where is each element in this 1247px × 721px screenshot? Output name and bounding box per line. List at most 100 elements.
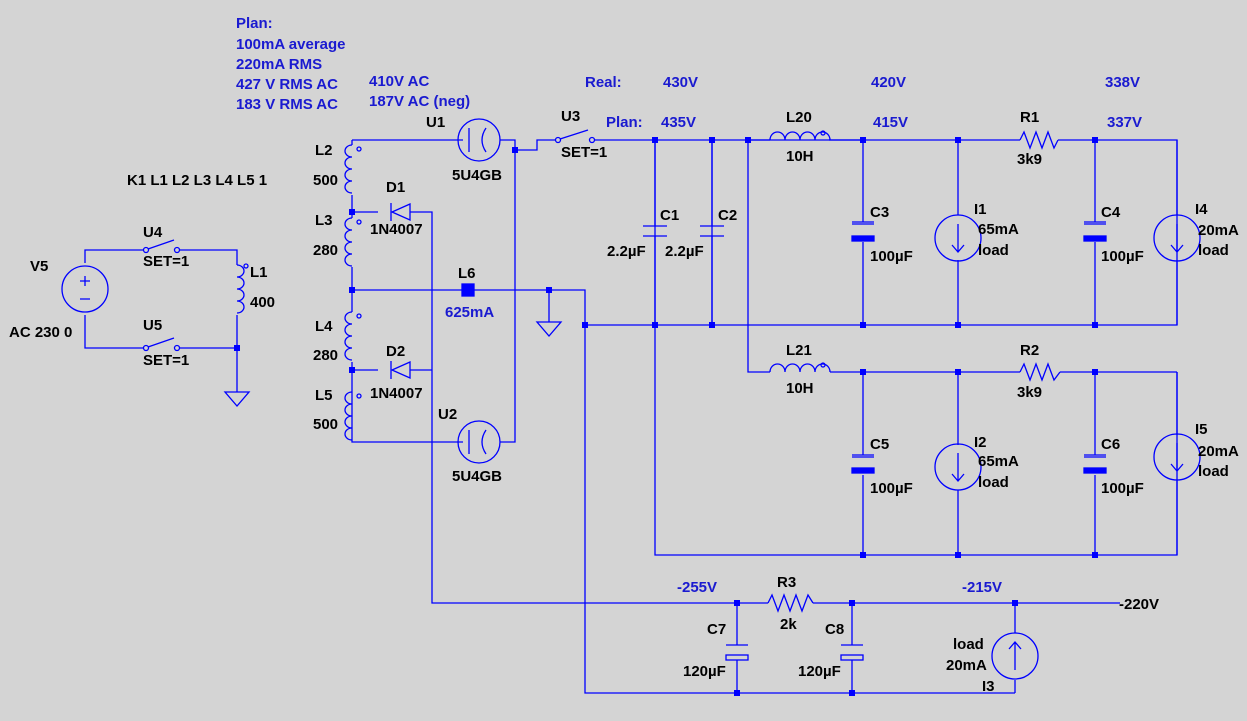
plan-line-4: 183 V RMS AC <box>236 96 338 113</box>
inductor-l20-icon <box>751 130 831 141</box>
c2-value: 2.2µF <box>665 243 704 260</box>
l1-name: L1 <box>250 264 268 281</box>
c1-value: 2.2µF <box>607 243 646 260</box>
ac-source-v5-icon <box>61 265 109 313</box>
diode-d2-icon <box>390 360 411 380</box>
plan-line-1: 100mA average <box>236 36 346 53</box>
tube-u2-icon <box>457 420 501 464</box>
inductor-l3-icon <box>344 217 362 267</box>
v5-value: AC 230 0 <box>9 324 72 341</box>
inductor-l5-icon <box>344 391 362 441</box>
c4-name: C4 <box>1101 204 1121 221</box>
r1-value: 3k9 <box>1017 151 1042 168</box>
l6-name: L6 <box>458 265 476 282</box>
i3-type: load <box>953 636 984 653</box>
i3-value: 20mA <box>946 657 987 674</box>
c6-name: C6 <box>1101 436 1120 453</box>
l3-name: L3 <box>315 212 333 229</box>
current-source-i4-icon <box>1153 214 1201 262</box>
ground-icon <box>223 391 251 407</box>
u5-name: U5 <box>143 317 162 334</box>
l21-value: 10H <box>786 380 814 397</box>
neg-voltage-2: -215V <box>962 579 1002 596</box>
l3-value: 280 <box>313 242 338 259</box>
inductor-l4-icon <box>344 311 362 361</box>
u3-value: SET=1 <box>561 144 607 161</box>
i4-type: load <box>1198 242 1229 259</box>
real-voltage-1: 430V <box>663 74 698 91</box>
resistor-r3-icon <box>767 593 814 613</box>
c8-value: 120µF <box>798 663 841 680</box>
d2-name: D2 <box>386 343 405 360</box>
c5-name: C5 <box>870 436 889 453</box>
tube-u1-icon <box>457 118 501 162</box>
inductor-l21-icon <box>769 362 831 373</box>
i3-name: I3 <box>982 678 995 695</box>
u2-name: U2 <box>438 406 457 423</box>
c8-name: C8 <box>825 621 844 638</box>
wires <box>84 139 1178 694</box>
plan-line-2: 220mA RMS <box>236 56 322 73</box>
r3-value: 2k <box>780 616 797 633</box>
l21-name: L21 <box>786 342 812 359</box>
u1-value: 5U4GB <box>452 167 502 184</box>
capacitor-c1-icon <box>643 225 667 237</box>
i1-type: load <box>978 242 1009 259</box>
neg-output-label: -220V <box>1119 596 1159 613</box>
c5-value: 100µF <box>870 480 913 497</box>
resistor-r1-icon <box>1019 130 1059 150</box>
l20-value: 10H <box>786 148 814 165</box>
plan-line-3: 427 V RMS AC <box>236 76 338 93</box>
current-source-i3-icon <box>991 632 1039 680</box>
current-source-i5-icon <box>1153 433 1201 481</box>
i2-value: 65mA <box>978 453 1019 470</box>
r2-name: R2 <box>1020 342 1039 359</box>
u2-value: 5U4GB <box>452 468 502 485</box>
inductor-l2-icon <box>344 144 362 194</box>
r3-name: R3 <box>777 574 796 591</box>
capacitor-c7-icon <box>725 644 749 661</box>
i2-name: I2 <box>974 434 987 451</box>
u4-name: U4 <box>143 224 163 241</box>
r2-value: 3k9 <box>1017 384 1042 401</box>
inductor-l1-icon <box>236 263 249 314</box>
c2-name: C2 <box>718 207 737 224</box>
capacitor-c8-icon <box>840 644 864 661</box>
ac-voltage-1: 410V AC <box>369 73 429 90</box>
plan-label: Plan: <box>606 114 643 131</box>
capacitor-c3-icon <box>851 221 875 242</box>
diode-d1-icon <box>390 202 411 222</box>
plan-title: Plan: <box>236 15 273 32</box>
u5-value: SET=1 <box>143 352 189 369</box>
ac-voltage-2: 187V AC (neg) <box>369 93 470 110</box>
v5-name: V5 <box>30 258 48 275</box>
i5-type: load <box>1198 463 1229 480</box>
resistor-r2-icon <box>1019 362 1061 382</box>
r1-name: R1 <box>1020 109 1039 126</box>
capacitor-c2-icon <box>700 140 724 325</box>
l6-current-readout: 625mA <box>445 304 494 321</box>
l6-sensor-icon <box>461 283 475 297</box>
i4-name: I4 <box>1195 201 1208 218</box>
capacitor-c4-icon <box>1083 221 1107 242</box>
c3-name: C3 <box>870 204 889 221</box>
c1-name: C1 <box>660 207 679 224</box>
c6-value: 100µF <box>1101 480 1144 497</box>
l5-name: L5 <box>315 387 333 404</box>
l2-name: L2 <box>315 142 333 159</box>
u3-name: U3 <box>561 108 580 125</box>
switch-u3-icon <box>554 129 596 144</box>
l5-value: 500 <box>313 416 338 433</box>
current-source-i1-icon <box>934 214 982 262</box>
i1-value: 65mA <box>978 221 1019 238</box>
switch-u4-icon <box>142 239 181 254</box>
plan-voltage-2: 415V <box>873 114 908 131</box>
c7-value: 120µF <box>683 663 726 680</box>
plan-voltage-1: 435V <box>661 114 696 131</box>
l4-name: L4 <box>315 318 333 335</box>
d1-value: 1N4007 <box>370 221 423 238</box>
capacitor-c5-icon <box>851 454 875 474</box>
coupling-directive: K1 L1 L2 L3 L4 L5 1 <box>127 172 267 189</box>
neg-voltage-1: -255V <box>677 579 717 596</box>
real-voltage-2: 420V <box>871 74 906 91</box>
